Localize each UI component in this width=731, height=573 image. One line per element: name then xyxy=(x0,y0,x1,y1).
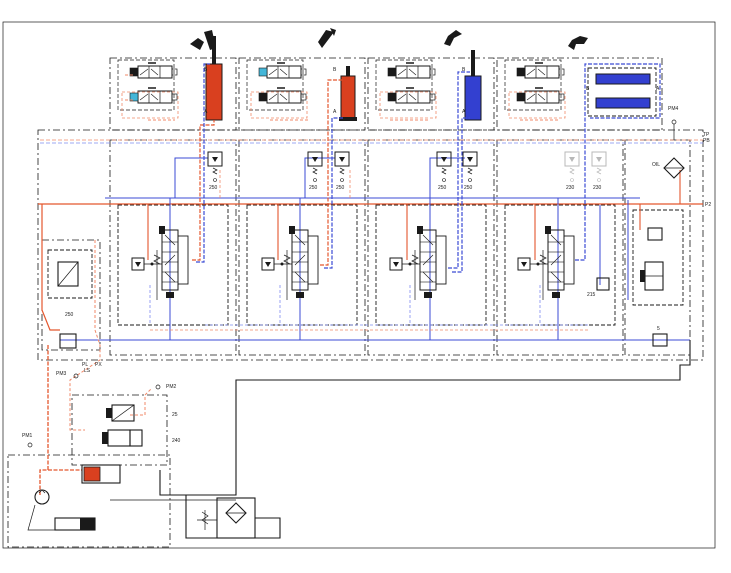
filter-icon xyxy=(663,157,685,179)
pilot-valve-2-1 xyxy=(258,62,307,79)
section-1-label-a: A xyxy=(204,109,208,115)
relief-value-4: 250 xyxy=(438,185,447,191)
pump-group: 25 240 xyxy=(27,404,181,531)
tank-lines xyxy=(110,340,691,539)
tank-reservoir xyxy=(216,497,256,539)
arm-swing-icon xyxy=(444,30,462,46)
left-shuttle-valve xyxy=(57,261,79,287)
pilot-valve-3-2 xyxy=(387,87,436,104)
solenoid-valve-240 xyxy=(107,429,131,447)
control-valve-stacks xyxy=(131,226,575,300)
left-relief-valve xyxy=(59,333,77,349)
relief-value-3: 250 xyxy=(336,185,345,191)
port-pm2: PM2 xyxy=(166,384,177,390)
right-filter-group: OIL 215 5 xyxy=(587,119,685,347)
port-px: PX xyxy=(95,362,102,368)
relief-valve-4: 250 xyxy=(436,151,452,191)
relief-value-6: 230 xyxy=(566,185,575,191)
port-tp: TP xyxy=(703,132,710,138)
pump-icon xyxy=(34,489,50,505)
oil-cooler-label: OIL xyxy=(652,162,660,168)
relief-valves: 250 250 250 250 250 230 230 xyxy=(207,151,607,191)
control-stack-2 xyxy=(261,226,319,300)
value-25: 25 xyxy=(172,412,178,418)
port-p2: P2 xyxy=(705,202,711,208)
return-filter-icon xyxy=(225,502,247,524)
left-side-components: 250 PL PX LS PM3 PM2 PM1 TP PB P2 PM4 xyxy=(22,106,711,448)
section-1-label-b: B xyxy=(204,67,208,73)
port-pl: PL xyxy=(82,362,88,368)
relief-value-7: 230 xyxy=(593,185,602,191)
cylinder-1: B A xyxy=(204,36,223,121)
pilot-valves xyxy=(117,59,566,119)
control-stack-3 xyxy=(389,226,447,300)
section-boxes xyxy=(7,57,704,548)
cylinder-3: B A xyxy=(462,50,482,121)
relief-valve-6: 230 xyxy=(564,151,580,191)
valve-5 xyxy=(652,333,668,347)
relief-value-5: 250 xyxy=(464,185,473,191)
section-3-label-a: A xyxy=(462,109,466,115)
control-stack-1 xyxy=(131,226,189,300)
boom-arm-icon xyxy=(190,30,216,50)
cylinder-2: B A xyxy=(333,66,357,121)
section-4-label-a: A xyxy=(656,86,660,92)
control-stack-4 xyxy=(517,226,575,300)
pilot-valve-2-2 xyxy=(258,87,307,104)
pilot-valve-1-2 xyxy=(129,87,178,104)
port-pb: PB xyxy=(703,138,710,144)
value-5: 5 xyxy=(657,326,660,332)
relief-valve-3: 250 xyxy=(334,151,350,191)
diagram-frame xyxy=(2,21,716,549)
relief-value-1: 250 xyxy=(209,185,218,191)
value-215: 215 xyxy=(587,292,596,298)
relief-valve-5: 250 xyxy=(462,151,478,191)
relief-valve-2: 250 xyxy=(307,151,323,191)
rotary-actuator: B A xyxy=(586,67,660,117)
relief-valve-215 xyxy=(596,277,610,291)
port-pm3: PM3 xyxy=(56,371,67,377)
relief-valve-7: 230 xyxy=(591,151,607,191)
actuator-icons xyxy=(190,28,588,50)
section-3-label-b: B xyxy=(462,67,466,73)
port-pm4: PM4 xyxy=(668,106,679,112)
section-2-label-a: A xyxy=(333,109,337,115)
pilot-valve-3-1 xyxy=(387,62,436,79)
section-4-label-b: B xyxy=(586,86,590,92)
cylinders: B A B A B A B A xyxy=(204,36,660,121)
relief-value-2: 250 xyxy=(309,185,318,191)
port-ls: LS xyxy=(84,368,91,374)
hydraulic-lines xyxy=(38,63,703,495)
boom-arm-2-icon xyxy=(318,28,336,48)
pilot-valve-4-2 xyxy=(516,87,565,104)
value-240: 240 xyxy=(172,438,181,444)
right-check-valve xyxy=(647,227,663,241)
section-2-label-b: B xyxy=(333,67,337,73)
pilot-valve-1-1 xyxy=(129,62,178,79)
relief-valve-1: 250 xyxy=(207,151,223,191)
port-pm1: PM1 xyxy=(22,433,33,439)
value-250-left: 250 xyxy=(65,312,74,318)
grapple-icon xyxy=(568,36,588,50)
pilot-valve-4-1 xyxy=(516,62,565,79)
